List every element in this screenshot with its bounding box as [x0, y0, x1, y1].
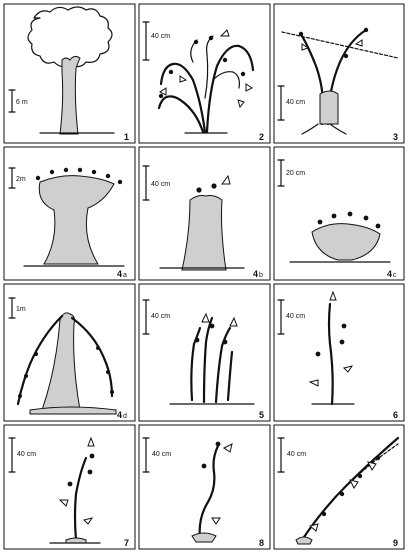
panel-3: 40 cm 3 — [274, 4, 404, 143]
scale-label: 40 cm — [17, 451, 36, 458]
panel-number: 3 — [393, 132, 398, 142]
scale-label: 40 cm — [151, 33, 170, 40]
scale-label: 40 cm — [152, 451, 171, 458]
panel-number: 8 — [259, 538, 264, 548]
panel-number: 1 — [124, 132, 129, 142]
panel-1: 6 m 1 — [4, 4, 135, 143]
panel-5: 40 cm 5 — [139, 284, 270, 421]
scale-label: 40 cm — [151, 181, 170, 188]
panel-number: 6 — [393, 410, 398, 420]
panel-7: 40 cm 7 — [4, 425, 135, 549]
panel-8: 40 cm 8 — [139, 425, 270, 549]
panel-number: 2 — [259, 132, 264, 142]
scale-label: 40 cm — [286, 313, 305, 320]
panel-6: 40 cm 6 — [274, 284, 404, 421]
scale-label: 6 m — [16, 99, 28, 106]
scale-label: 2m — [16, 176, 26, 183]
scale-label: 40 cm — [287, 451, 306, 458]
panel-number: 5 — [259, 410, 264, 420]
panel-4a: 2m 4a — [4, 147, 135, 280]
scale-label: 40 cm — [286, 99, 305, 106]
panel-4b: 40 cm 4b — [139, 147, 270, 280]
scale-label: 1m — [16, 306, 26, 313]
panel-number: 7 — [124, 538, 129, 548]
scale-label: 40 cm — [151, 313, 170, 320]
panel-4d: 1m 4d — [4, 284, 135, 421]
panel-number: 9 — [393, 538, 398, 548]
panel-4c: 20 cm 4c — [274, 147, 404, 280]
scale-label: 20 cm — [286, 170, 305, 177]
panel-9: 40 cm 9 — [274, 425, 404, 549]
panel-2: 40 cm 2 — [139, 4, 270, 143]
